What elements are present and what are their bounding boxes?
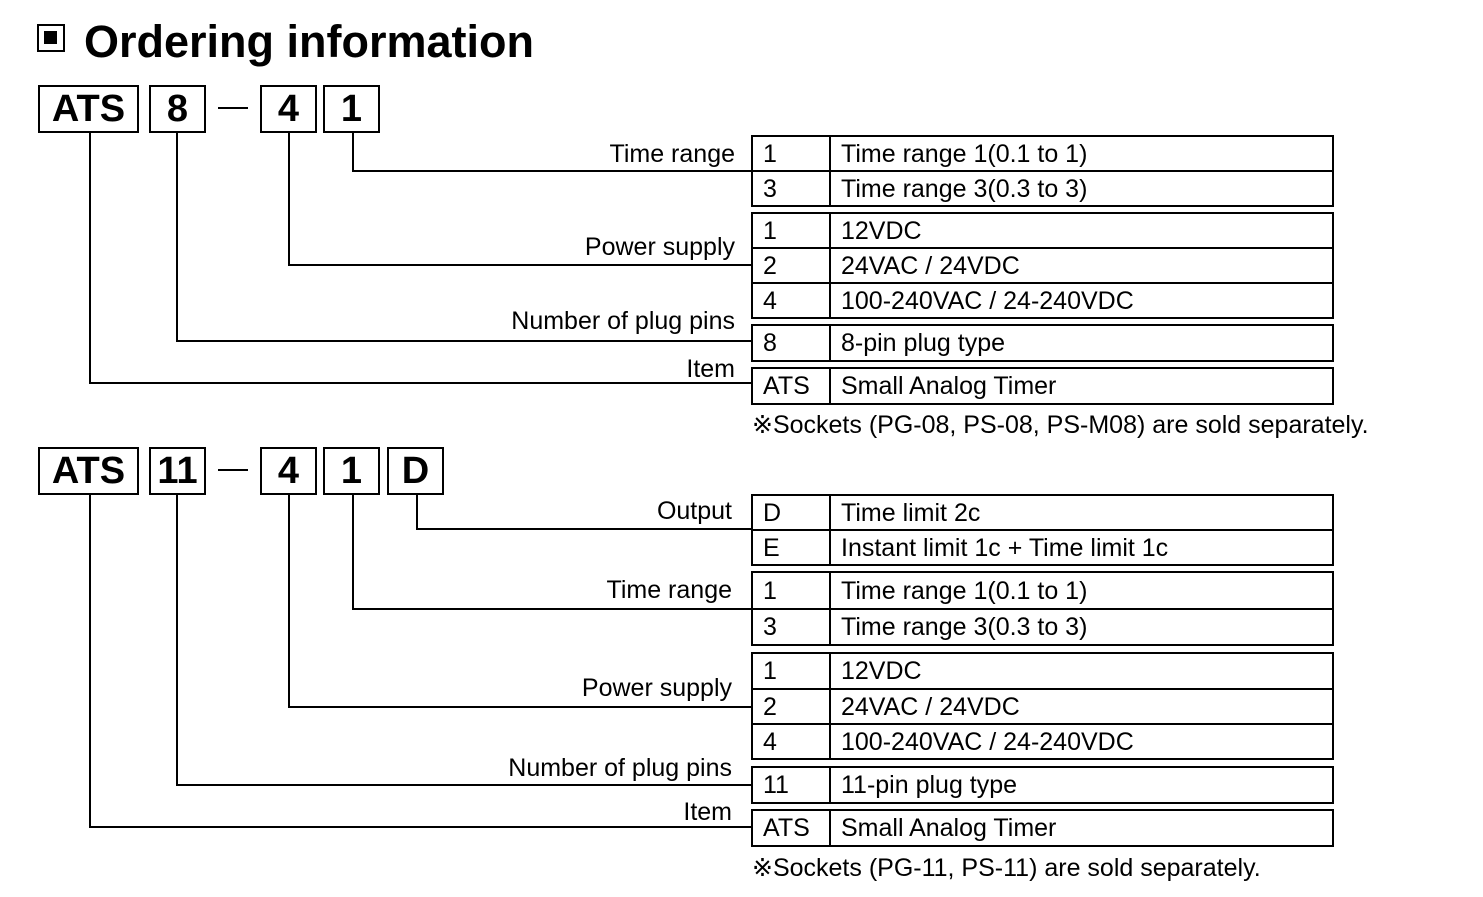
connector-power-horizontal <box>288 706 752 708</box>
option-code: D <box>751 494 831 531</box>
connector-pins-vertical <box>176 133 178 342</box>
connector-output-horizontal <box>416 528 752 530</box>
sockets-note: ※Sockets (PG-11, PS-11) are sold separat… <box>752 854 1261 882</box>
option-row: 3 Time range 3(0.3 to 3) <box>751 170 1334 207</box>
option-row: 3 Time range 3(0.3 to 3) <box>751 608 1334 646</box>
code-box-time: 1 <box>323 447 380 495</box>
label-time-range: Time range <box>606 576 732 604</box>
connector-time-vertical <box>352 495 354 610</box>
option-row: 1 12VDC <box>751 212 1334 249</box>
option-desc: 100-240VAC / 24-240VDC <box>829 282 1334 319</box>
code-box-power: 4 <box>260 85 317 133</box>
label-output: Output <box>656 497 732 525</box>
option-desc: Time range 1(0.1 to 1) <box>829 571 1334 610</box>
code-box-pins: 8 <box>149 85 206 133</box>
connector-time-horizontal <box>352 170 752 172</box>
option-code: 3 <box>751 608 831 646</box>
option-row: 11 11-pin plug type <box>751 766 1334 804</box>
label-power-supply: Power supply <box>581 674 732 702</box>
code-box-output: D <box>387 447 444 495</box>
page-title: Ordering information <box>84 16 534 67</box>
option-desc: Instant limit 1c + Time limit 1c <box>829 529 1334 566</box>
option-code: ATS <box>751 809 831 847</box>
code-box-power: 4 <box>260 447 317 495</box>
connector-power-horizontal <box>288 264 752 266</box>
label-time-range: Time range <box>609 140 735 168</box>
connector-item-vertical <box>89 495 91 828</box>
option-code: 2 <box>751 247 831 284</box>
option-row: 4 100-240VAC / 24-240VDC <box>751 723 1334 760</box>
option-code: 8 <box>751 324 831 362</box>
options-item: ATS Small Analog Timer <box>751 809 1334 847</box>
option-desc: Time range 1(0.1 to 1) <box>829 135 1334 172</box>
label-plug-pins: Number of plug pins <box>508 754 732 782</box>
label-item: Item <box>683 798 732 826</box>
option-code: 4 <box>751 723 831 760</box>
connector-output-vertical <box>416 495 418 530</box>
connector-power-vertical <box>288 133 290 266</box>
connector-item-horizontal <box>89 382 752 384</box>
option-row: 1 Time range 1(0.1 to 1) <box>751 571 1334 610</box>
options-output: D Time limit 2c E Instant limit 1c + Tim… <box>751 494 1334 566</box>
option-row: E Instant limit 1c + Time limit 1c <box>751 529 1334 566</box>
option-code: 1 <box>751 135 831 172</box>
option-code: 3 <box>751 170 831 207</box>
option-row: 1 12VDC <box>751 652 1334 690</box>
option-desc: 12VDC <box>829 652 1334 690</box>
option-row: 2 24VAC / 24VDC <box>751 688 1334 725</box>
options-time-range: 1 Time range 1(0.1 to 1) 3 Time range 3(… <box>751 571 1334 646</box>
label-power-supply: Power supply <box>584 233 735 261</box>
option-code: 1 <box>751 652 831 690</box>
option-code: 2 <box>751 688 831 725</box>
label-plug-pins: Number of plug pins <box>511 307 735 335</box>
connector-item-vertical <box>89 133 91 384</box>
options-power-supply: 1 12VDC 2 24VAC / 24VDC 4 100-240VAC / 2… <box>751 652 1334 760</box>
code-dash <box>218 469 248 471</box>
option-row: 1 Time range 1(0.1 to 1) <box>751 135 1334 172</box>
option-row: ATS Small Analog Timer <box>751 809 1334 847</box>
connector-item-horizontal <box>89 826 752 828</box>
options-plug-pins: 11 11-pin plug type <box>751 766 1334 804</box>
option-code: 11 <box>751 766 831 804</box>
code-box-item: ATS <box>38 447 139 495</box>
option-desc: 24VAC / 24VDC <box>829 247 1334 284</box>
option-row: ATS Small Analog Timer <box>751 367 1334 405</box>
connector-pins-horizontal <box>176 340 752 342</box>
code-box-time: 1 <box>323 85 380 133</box>
options-power-supply: 1 12VDC 2 24VAC / 24VDC 4 100-240VAC / 2… <box>751 212 1334 319</box>
option-code: 1 <box>751 571 831 610</box>
sockets-note: ※Sockets (PG-08, PS-08, PS-M08) are sold… <box>752 411 1369 439</box>
option-desc: Small Analog Timer <box>829 367 1334 405</box>
connector-pins-horizontal <box>176 784 752 786</box>
option-desc: 8-pin plug type <box>829 324 1334 362</box>
option-row: 2 24VAC / 24VDC <box>751 247 1334 284</box>
option-row: 8 8-pin plug type <box>751 324 1334 362</box>
option-desc: 11-pin plug type <box>829 766 1334 804</box>
options-plug-pins: 8 8-pin plug type <box>751 324 1334 362</box>
option-code: 4 <box>751 282 831 319</box>
connector-power-vertical <box>288 495 290 708</box>
option-desc: Time range 3(0.3 to 3) <box>829 608 1334 646</box>
option-desc: Small Analog Timer <box>829 809 1334 847</box>
option-code: ATS <box>751 367 831 405</box>
option-code: 1 <box>751 212 831 249</box>
connector-time-vertical <box>352 133 354 172</box>
code-box-item: ATS <box>38 85 139 133</box>
label-item: Item <box>686 355 735 383</box>
option-desc: 12VDC <box>829 212 1334 249</box>
option-desc: 24VAC / 24VDC <box>829 688 1334 725</box>
connector-pins-vertical <box>176 495 178 786</box>
option-row: 4 100-240VAC / 24-240VDC <box>751 282 1334 319</box>
option-code: E <box>751 529 831 566</box>
option-desc: Time limit 2c <box>829 494 1334 531</box>
option-desc: 100-240VAC / 24-240VDC <box>829 723 1334 760</box>
options-item: ATS Small Analog Timer <box>751 367 1334 405</box>
code-dash <box>218 107 248 109</box>
connector-time-horizontal <box>352 608 752 610</box>
square-bullet-icon <box>37 24 65 52</box>
option-row: D Time limit 2c <box>751 494 1334 531</box>
code-box-pins: 11 <box>149 447 206 495</box>
option-desc: Time range 3(0.3 to 3) <box>829 170 1334 207</box>
options-time-range: 1 Time range 1(0.1 to 1) 3 Time range 3(… <box>751 135 1334 207</box>
